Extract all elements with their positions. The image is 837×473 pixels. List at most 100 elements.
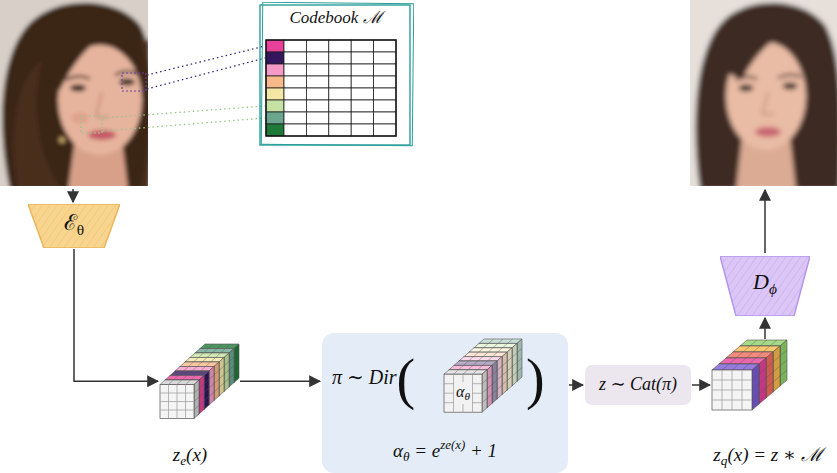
shape-part — [284, 112, 306, 124]
shape-part — [266, 124, 284, 136]
shape-part — [743, 346, 750, 352]
shape-part — [211, 358, 216, 363]
shape-part — [468, 365, 473, 369]
shape-part — [374, 100, 396, 112]
quantized-tensor: zq(x) = z ∗ ℳ — [712, 340, 830, 470]
shape-part — [199, 376, 204, 415]
shape-part — [374, 76, 396, 88]
shape-part — [329, 52, 351, 64]
shape-part — [202, 358, 207, 363]
shape-part — [266, 76, 284, 88]
patch-marker — [81, 116, 102, 133]
math-sub: θ — [403, 449, 410, 464]
shape-part — [351, 100, 373, 112]
shape-part — [284, 100, 306, 112]
shape-part — [214, 371, 219, 376]
shape-part — [487, 384, 492, 388]
shape-part — [199, 393, 204, 398]
math-sub: q — [721, 453, 728, 468]
shape-part — [174, 376, 179, 381]
shape-part — [759, 358, 766, 404]
shape-part — [749, 358, 756, 364]
shape-part — [512, 343, 517, 385]
shape-part — [266, 112, 284, 124]
shape-part — [28, 204, 120, 248]
shape-part — [507, 339, 512, 343]
shape-part — [182, 376, 187, 381]
shape-part — [483, 343, 488, 347]
shape-part — [474, 352, 479, 356]
shape-part — [187, 371, 192, 376]
shape-part — [729, 358, 736, 364]
math-big: ( — [397, 348, 416, 410]
shape-part — [502, 343, 507, 347]
shape-part — [195, 349, 234, 354]
shape-part — [454, 370, 459, 374]
shape-part — [773, 356, 780, 362]
shape-part — [189, 362, 194, 367]
shape-part — [492, 380, 497, 384]
shape-part — [759, 378, 766, 384]
shape-part — [351, 40, 373, 52]
shape-part — [351, 64, 373, 76]
shape-part — [306, 52, 328, 64]
tensor-figure — [712, 340, 787, 410]
shape-part — [732, 364, 739, 370]
shape-part — [773, 346, 780, 392]
shape-part — [766, 352, 773, 398]
flow-connector — [74, 249, 158, 381]
flow-connector — [569, 384, 583, 386]
shape-part — [498, 339, 503, 343]
shape-part — [479, 348, 484, 352]
shape-part — [199, 384, 204, 389]
shape-part — [185, 385, 186, 419]
shape-part — [204, 371, 209, 410]
shape-part — [234, 344, 239, 383]
shape-part — [463, 370, 468, 374]
shape-part — [219, 375, 224, 380]
shape-part — [766, 362, 773, 368]
shape-part — [482, 379, 487, 383]
math-label: ze(x) — [173, 444, 207, 469]
shape-part — [229, 357, 234, 362]
shape-part — [266, 52, 284, 64]
shape-part — [185, 358, 224, 363]
shape-part — [482, 389, 487, 393]
math-sub: ϕ — [769, 280, 777, 297]
shape-part — [497, 376, 502, 380]
shape-part — [770, 340, 777, 346]
shape-part — [160, 385, 194, 419]
math-sub: e — [180, 453, 186, 468]
shape-part — [329, 112, 351, 124]
math-label: Codebook ℳ — [289, 8, 382, 28]
shape-part — [512, 372, 517, 376]
shape-part — [204, 380, 209, 385]
shape-part — [487, 365, 492, 407]
shape-part — [497, 366, 502, 370]
shape-part — [234, 370, 239, 375]
shape-part — [374, 124, 396, 136]
flow-arrow — [72, 189, 74, 202]
shape-part — [493, 343, 498, 347]
shape-part — [234, 361, 239, 366]
shape-part — [719, 358, 766, 364]
shape-part — [449, 365, 492, 369]
shape-part — [219, 358, 224, 397]
shape-part — [780, 340, 787, 386]
shape-part — [196, 371, 201, 376]
shape-part — [780, 370, 787, 376]
shape-part — [224, 370, 229, 375]
shape-part — [229, 366, 234, 371]
shape-part — [209, 367, 214, 406]
shape-part — [306, 124, 328, 136]
shape-part — [351, 112, 373, 124]
shape-part — [502, 371, 507, 375]
shape-part — [200, 344, 239, 349]
flow-connector — [692, 384, 710, 386]
shape-part — [229, 349, 234, 388]
shape-part — [736, 352, 743, 358]
math-label: Dϕ — [753, 269, 777, 298]
shape-part — [464, 352, 507, 356]
shape-part — [226, 344, 231, 349]
shape-part — [191, 376, 196, 381]
